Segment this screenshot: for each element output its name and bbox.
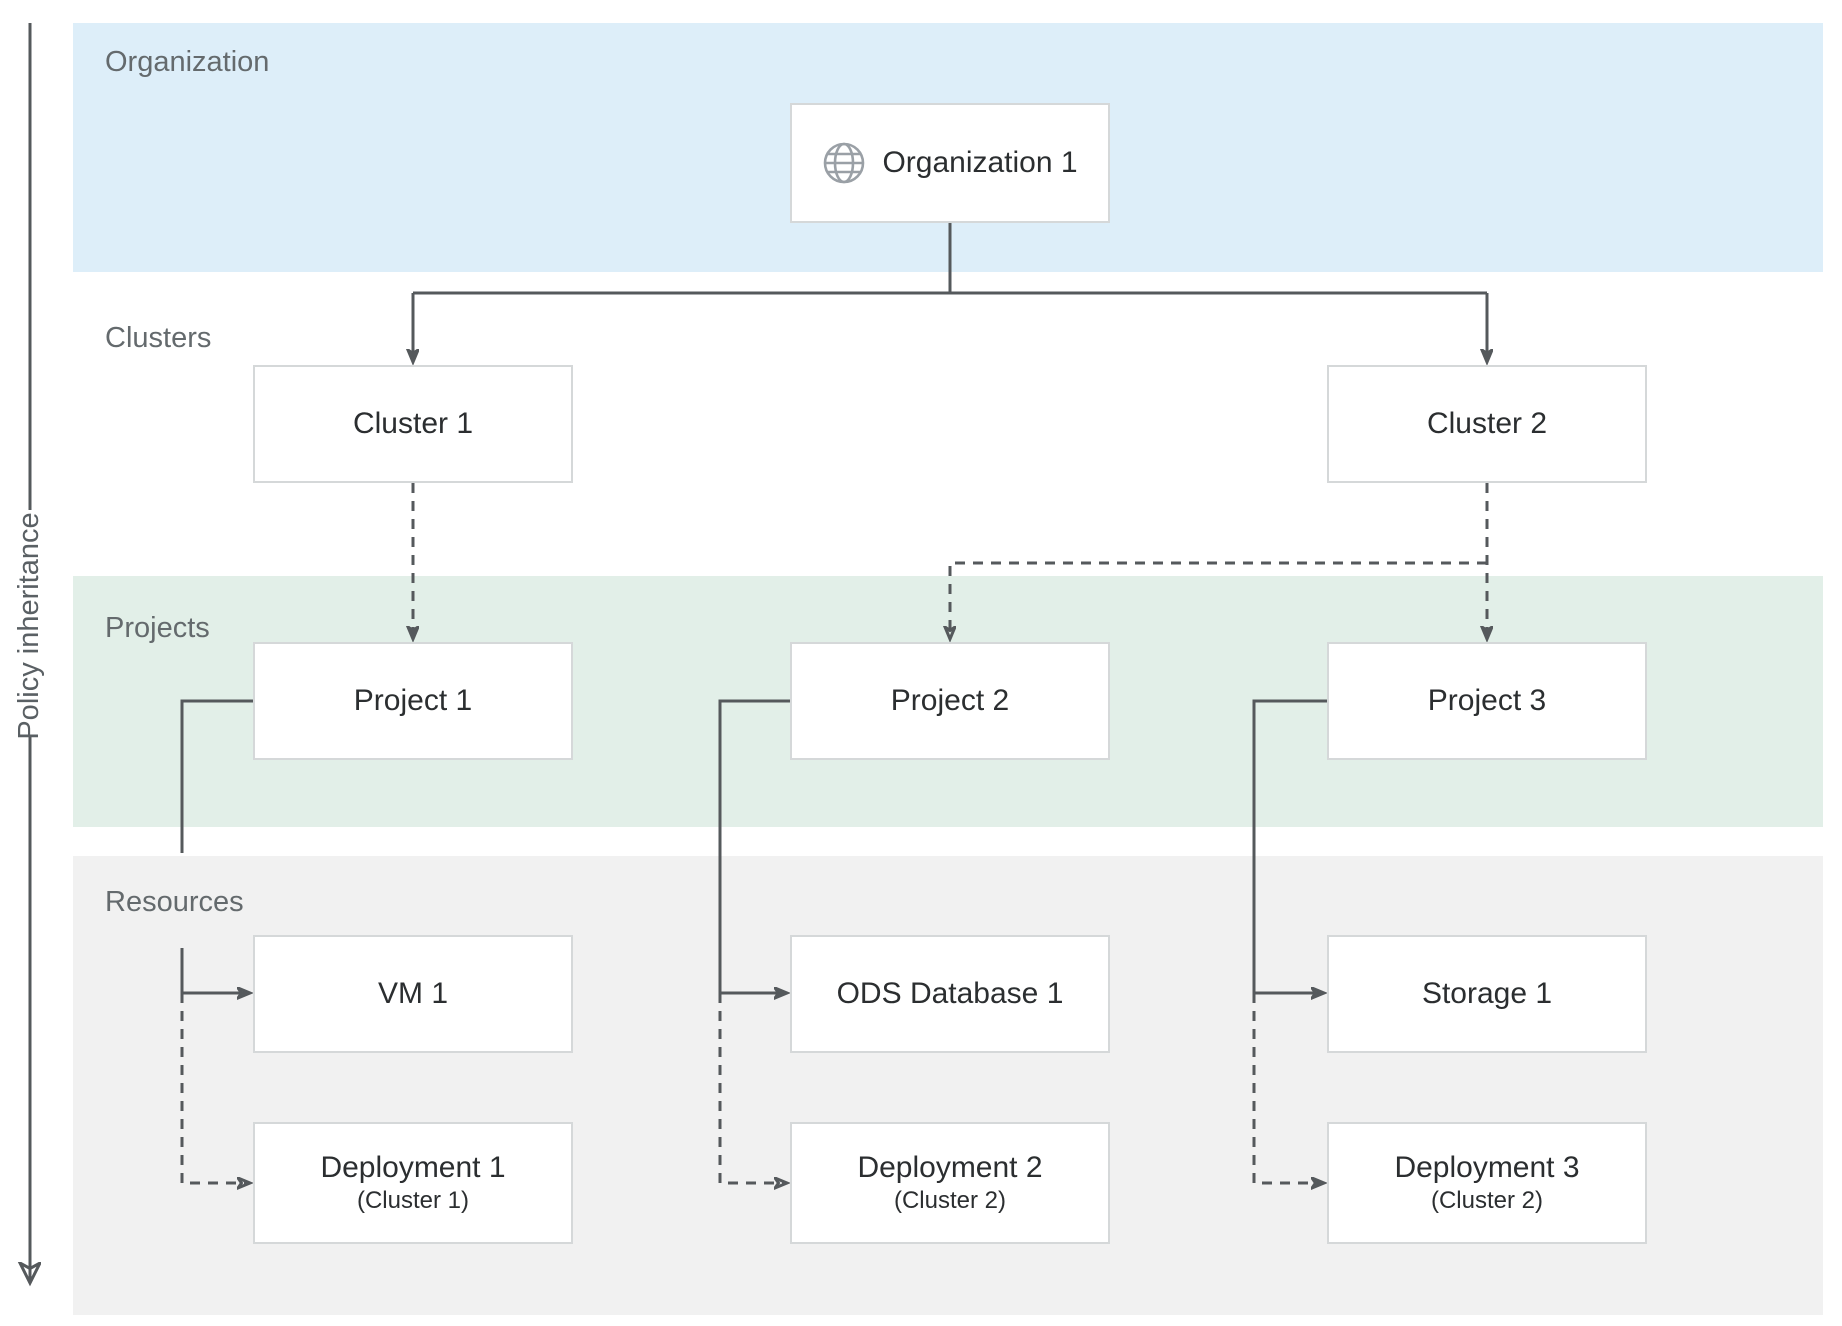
- node-vm-1: VM 1: [253, 935, 573, 1053]
- node-cluster-2: Cluster 2: [1327, 365, 1647, 483]
- node-sublabel: (Cluster 2): [1430, 1187, 1544, 1214]
- node-label: VM 1: [377, 977, 449, 1010]
- node-cluster-1: Cluster 1: [253, 365, 573, 483]
- node-project-3: Project 3: [1327, 642, 1647, 760]
- node-deployment-2: Deployment 2 (Cluster 2): [790, 1122, 1110, 1244]
- node-label: Project 1: [353, 684, 473, 717]
- node-sublabel: (Cluster 2): [893, 1187, 1007, 1214]
- node-label: Project 2: [890, 684, 1010, 717]
- node-label: Deployment 3: [1394, 1151, 1580, 1184]
- node-storage-1: Storage 1: [1327, 935, 1647, 1053]
- node-deployment-1: Deployment 1 (Cluster 1): [253, 1122, 573, 1244]
- node-label: Cluster 1: [352, 407, 474, 440]
- node-label: Deployment 2: [857, 1151, 1043, 1184]
- node-organization-1: Organization 1: [790, 103, 1110, 223]
- node-label: Storage 1: [1421, 977, 1553, 1010]
- resources-band: [73, 856, 1823, 1315]
- node-project-2: Project 2: [790, 642, 1110, 760]
- node-ods-database-1: ODS Database 1: [790, 935, 1110, 1053]
- node-deployment-3: Deployment 3 (Cluster 2): [1327, 1122, 1647, 1244]
- projects-band-label: Projects: [105, 612, 210, 644]
- node-project-1: Project 1: [253, 642, 573, 760]
- globe-icon: [822, 141, 866, 185]
- node-label: Deployment 1: [320, 1151, 506, 1184]
- node-label: Organization 1: [882, 146, 1078, 179]
- node-label: ODS Database 1: [836, 977, 1064, 1010]
- node-sublabel: (Cluster 1): [356, 1187, 470, 1214]
- organization-band-label: Organization: [105, 46, 270, 78]
- policy-inheritance-label: Policy inheritance: [13, 512, 45, 740]
- node-label: Project 3: [1427, 684, 1547, 717]
- clusters-band-label: Clusters: [105, 322, 212, 354]
- resources-band-label: Resources: [105, 886, 244, 918]
- node-label: Cluster 2: [1426, 407, 1548, 440]
